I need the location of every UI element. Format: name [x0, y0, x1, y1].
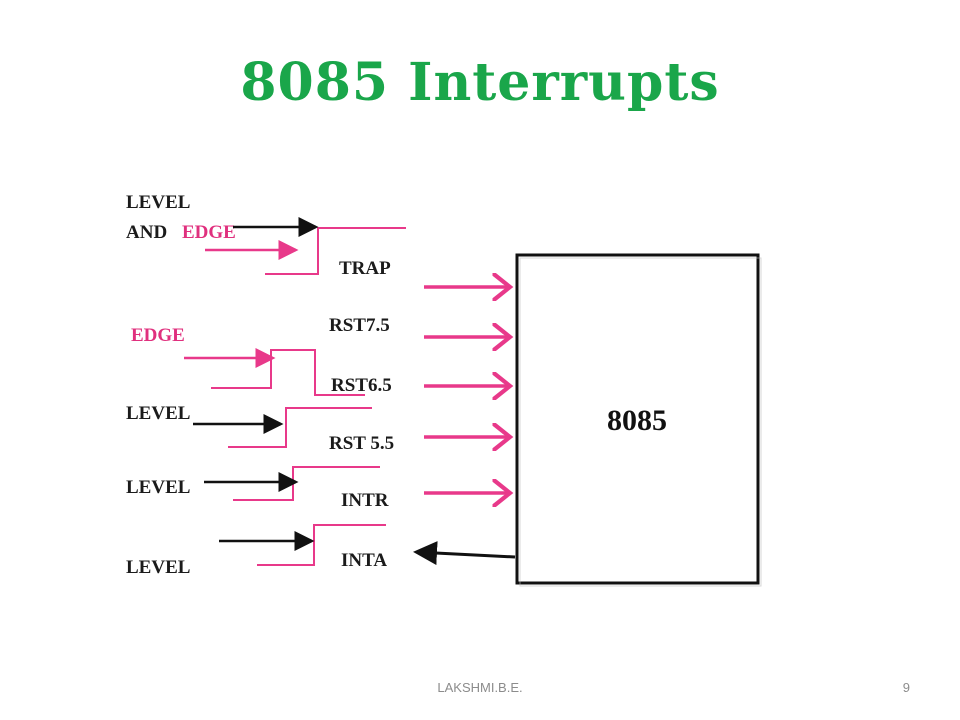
label-level-rst55: LEVEL: [126, 477, 190, 498]
intr-waveform: [219, 524, 386, 566]
rst75-waveform: [184, 348, 365, 396]
trap-waveform: [205, 217, 406, 275]
rst55-waveform: [204, 466, 380, 501]
pin-label-intr: INTR: [341, 490, 389, 511]
label-edge: EDGE: [131, 325, 185, 346]
footer-author: LAKSHMI.B.E.: [437, 680, 523, 695]
label-level-rst65: LEVEL: [126, 403, 190, 424]
inta-output-arrow: [413, 541, 516, 566]
rst65-waveform: [193, 407, 372, 448]
pin-label-rst65: RST6.5: [331, 375, 392, 396]
pin-label-rst75: RST7.5: [329, 315, 390, 336]
chip-8085-label: 8085: [607, 404, 667, 437]
slide-title: 8085 Interrupts: [240, 52, 720, 113]
label-level-intr: LEVEL: [126, 557, 190, 578]
pin-label-inta: INTA: [341, 550, 387, 571]
chip-8085-box: [515, 253, 760, 585]
pin-label-trap: TRAP: [339, 258, 391, 279]
page-number: 9: [902, 680, 910, 695]
label-and: AND: [126, 222, 167, 243]
pin-label-rst55: RST 5.5: [329, 433, 394, 454]
label-edge-word: EDGE: [182, 222, 236, 243]
label-level-top: LEVEL: [126, 192, 190, 213]
